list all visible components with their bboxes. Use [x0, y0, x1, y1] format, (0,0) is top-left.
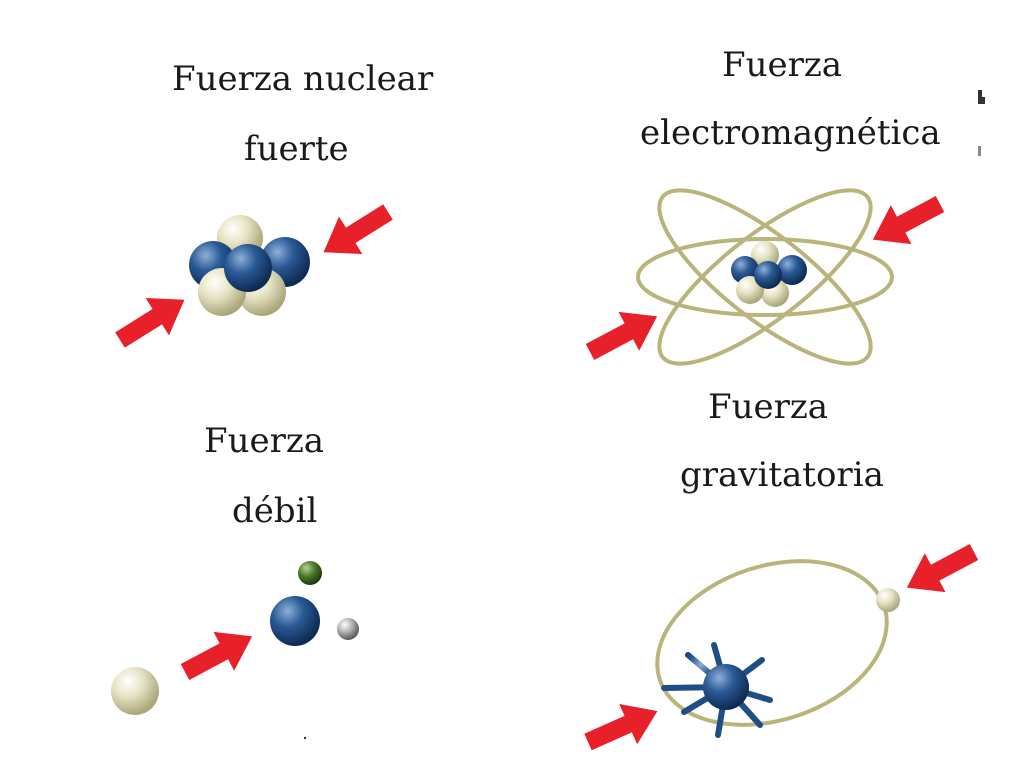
neutrino-icon	[337, 618, 359, 640]
electron-icon	[298, 561, 322, 585]
grav-force-title-line1: Fuerza	[708, 387, 829, 427]
planet-icon	[876, 588, 900, 612]
arrow-icon	[579, 690, 667, 763]
gravity-star	[661, 642, 773, 738]
edge-mark	[982, 97, 985, 104]
edge-mark	[978, 146, 981, 156]
gravity-orbit	[655, 559, 889, 727]
em-atom	[636, 188, 894, 366]
dot-mark	[303, 736, 307, 740]
em-force-title-line2: electromagnética	[640, 113, 941, 153]
arrow-icon	[862, 184, 951, 260]
strong-force-title-line2: fuerte	[244, 129, 349, 169]
arrow-icon	[108, 281, 197, 359]
edge-mark	[978, 90, 982, 104]
weak-particles	[111, 561, 359, 740]
orbit-ring	[636, 237, 894, 317]
star-icon	[703, 664, 749, 710]
proton-icon	[270, 596, 320, 646]
proton-icon	[224, 244, 272, 292]
arrow-icon	[311, 193, 400, 271]
arrow-icon	[896, 532, 985, 608]
em-force-title-line1: Fuerza	[722, 45, 843, 85]
arrow-icon	[174, 616, 263, 692]
orbit-ring	[657, 188, 873, 366]
weak-force-title-line1: Fuerza	[204, 421, 325, 461]
strong-force-title-line1: Fuerza nuclear	[172, 59, 434, 99]
grav-force-title-line2: gravitatoria	[680, 455, 884, 495]
proton-icon	[754, 261, 782, 289]
strong-nucleus	[189, 215, 310, 316]
proton-icon	[777, 255, 807, 285]
neutron-icon	[111, 667, 159, 715]
orbit-ring	[657, 188, 873, 366]
arrow-icon	[579, 296, 668, 372]
weak-force-title-line2: débil	[232, 491, 318, 531]
em-nucleus	[731, 241, 807, 307]
